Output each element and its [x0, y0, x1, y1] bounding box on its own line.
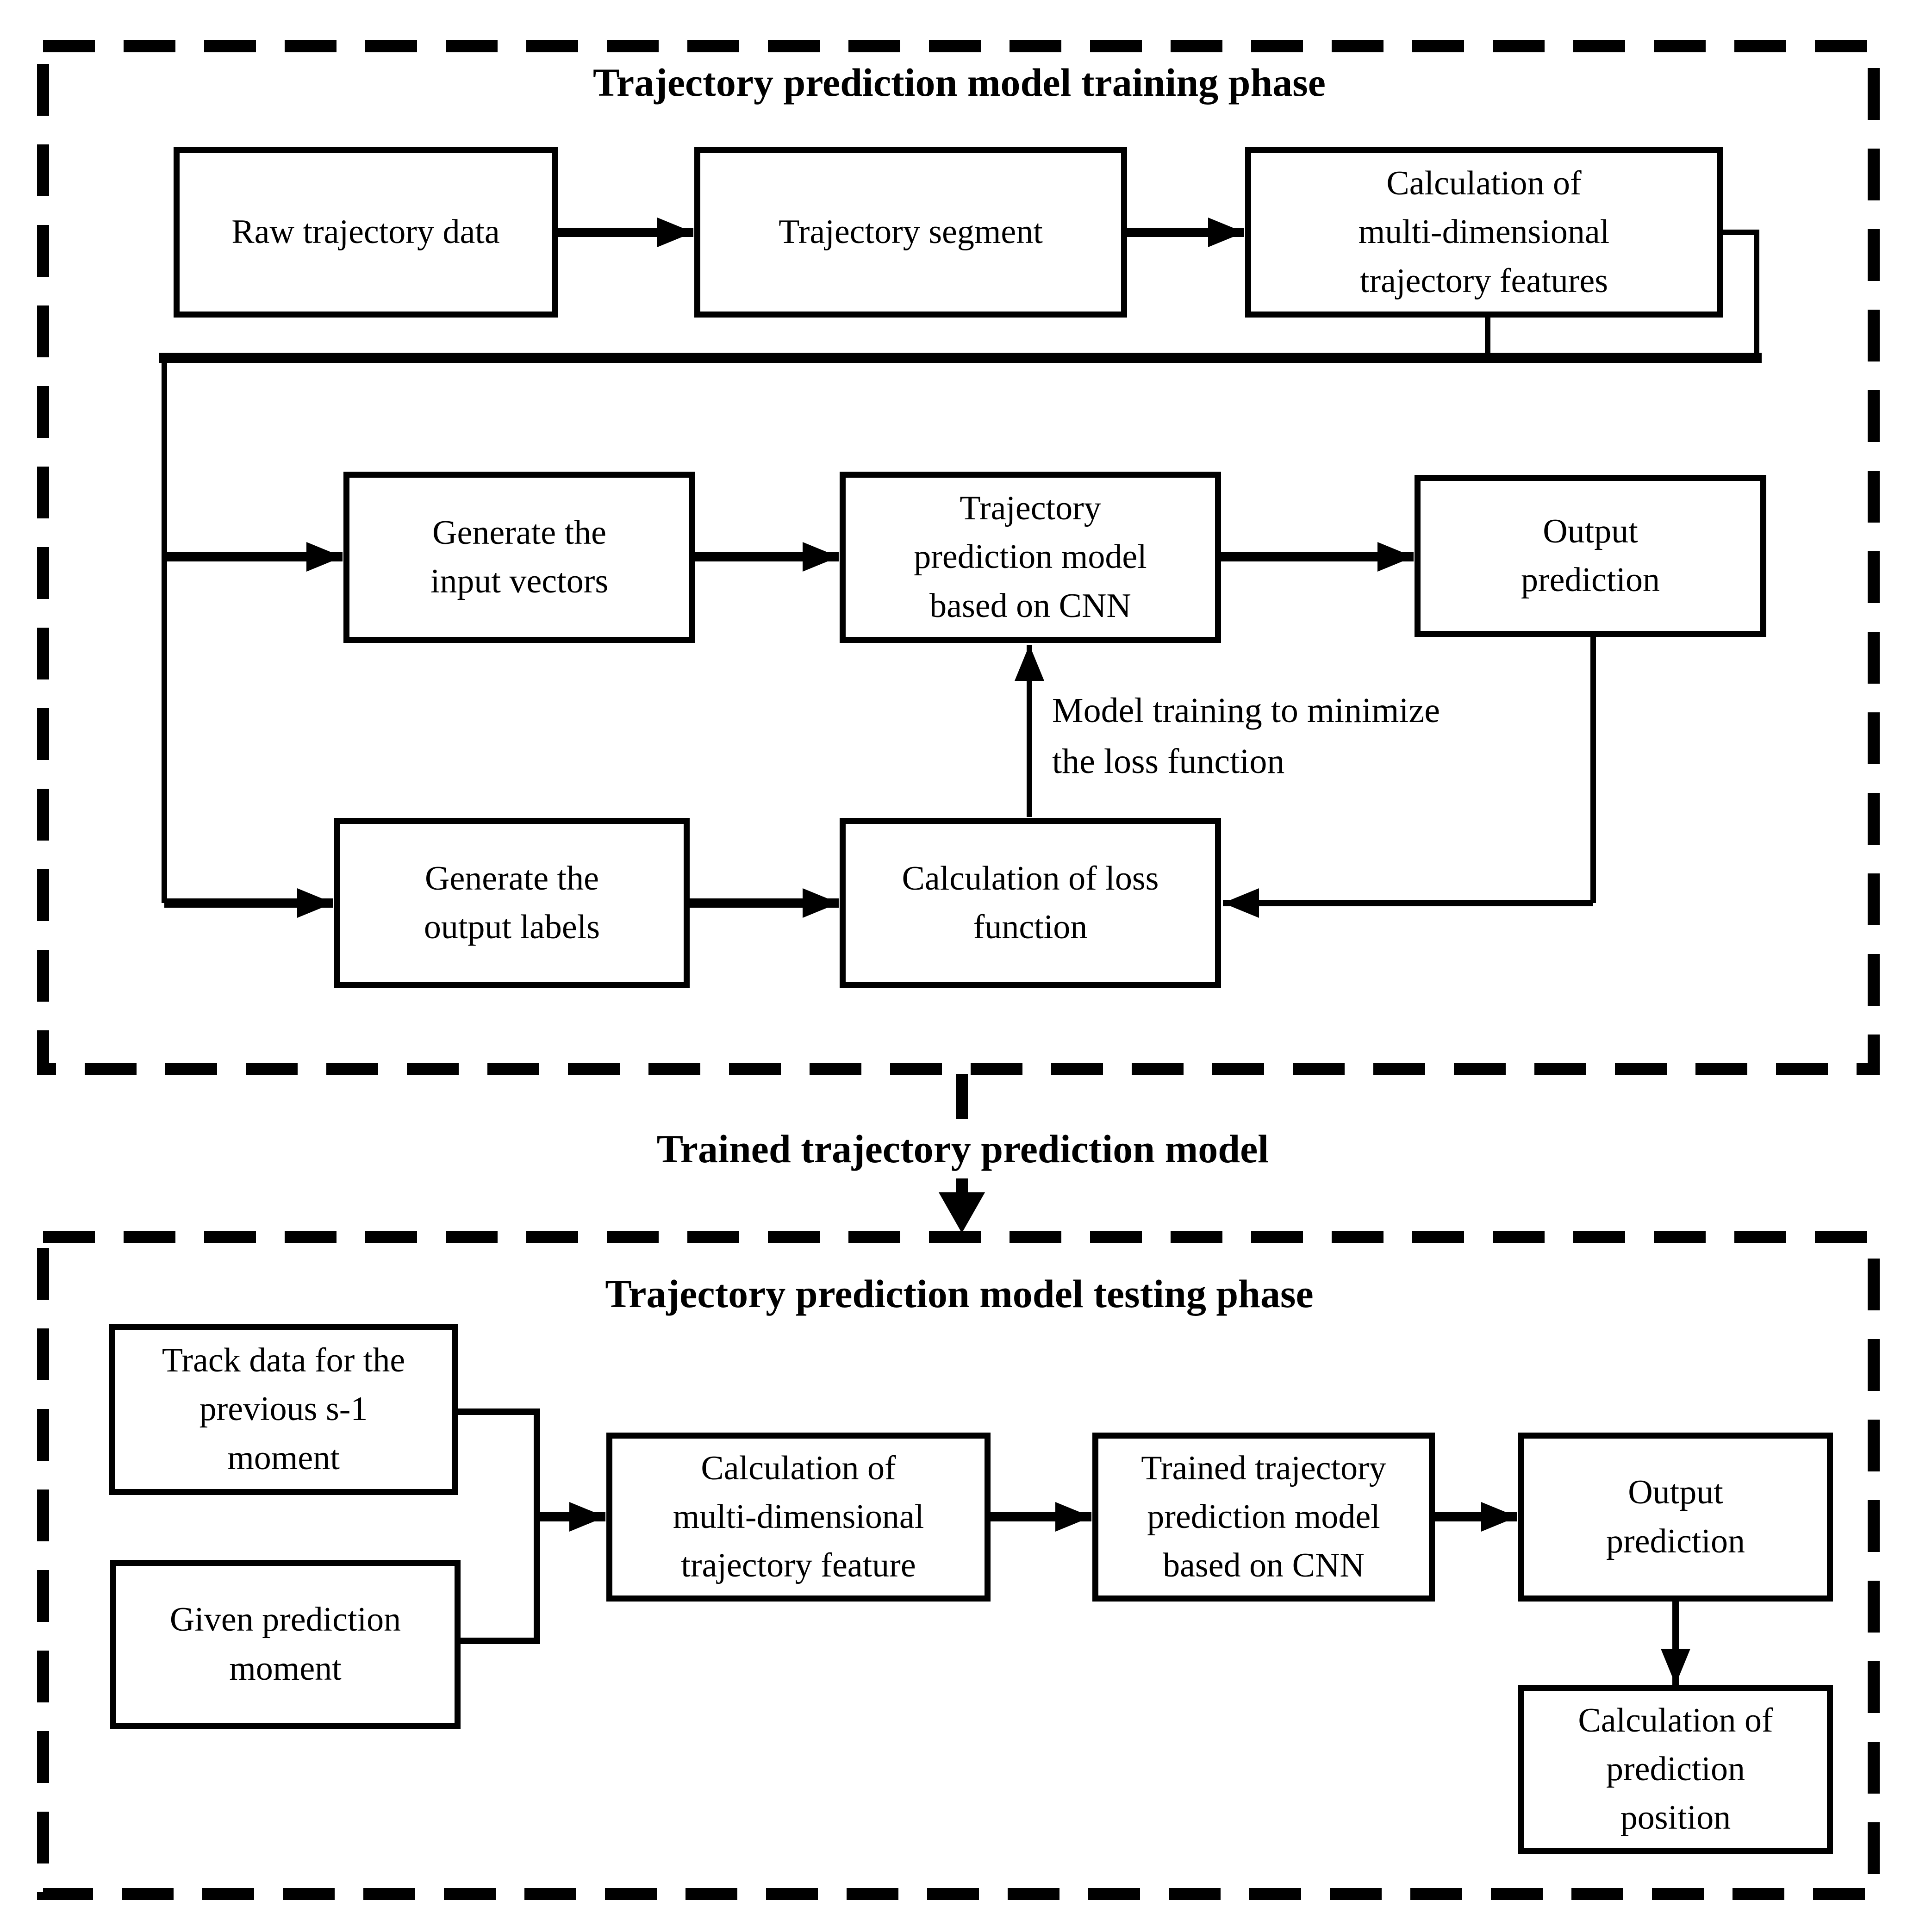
- node-cnn-prediction-model: Trajectory prediction model based on CNN: [840, 472, 1221, 643]
- node-given-prediction-moment: Given prediction moment: [110, 1560, 461, 1729]
- node-output-prediction-training: Output prediction: [1415, 475, 1766, 637]
- elbow-calc-features-right: [1723, 230, 1759, 358]
- node-calc-multidim-feature-testing: Calculation of multi-dimensional traject…: [606, 1433, 991, 1602]
- annotation-model-training: Model training to minimize the loss func…: [1052, 691, 1440, 781]
- node-trained-cnn-model: Trained trajectory prediction model base…: [1092, 1433, 1435, 1602]
- training-phase-border: [37, 40, 1880, 1075]
- node-track-data: Track data for the previous s-1 moment: [109, 1324, 458, 1495]
- node-generate-output-labels: Generate the output labels: [334, 818, 690, 988]
- node-calc-multidim-features: Calculation of multi-dimensional traject…: [1245, 147, 1723, 318]
- node-calc-loss-function: Calculation of loss function: [840, 818, 1221, 988]
- node-calc-prediction-position: Calculation of prediction position: [1518, 1685, 1833, 1854]
- node-raw-trajectory-data: Raw trajectory data: [174, 147, 558, 318]
- node-trajectory-segment: Trajectory segment: [694, 147, 1127, 318]
- trained-model-arrowhead: [939, 1192, 985, 1233]
- transition-trained-model-label: Trained trajectory prediction model: [602, 1119, 1324, 1178]
- testing-phase-border: [37, 1231, 1880, 1900]
- testing-phase-title: Trajectory prediction model testing phas…: [605, 1271, 1314, 1316]
- training-phase-title: Trajectory prediction model training pha…: [593, 60, 1326, 105]
- node-generate-input-vectors: Generate the input vectors: [343, 472, 695, 643]
- node-output-prediction-testing: Output prediction: [1518, 1433, 1833, 1602]
